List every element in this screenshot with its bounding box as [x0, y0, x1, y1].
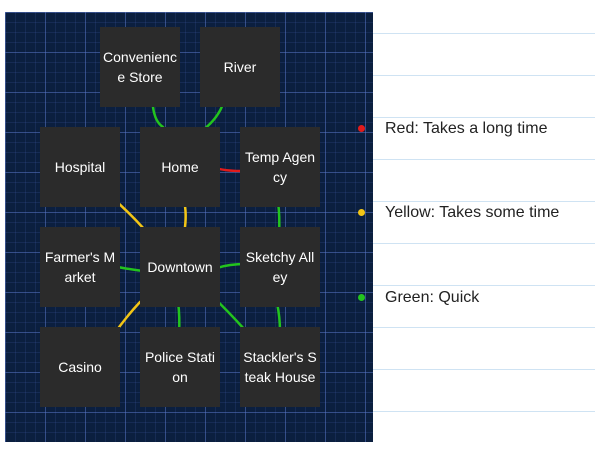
node-police-station: Police Station [140, 327, 220, 407]
node-home: Home [140, 127, 220, 207]
node-sketchy-alley: Sketchy Alley [240, 227, 320, 307]
ruled-line [373, 33, 595, 34]
legend-item-green: Green: Quick [356, 286, 595, 310]
legend-label-yellow: Yellow: Takes some time [385, 204, 560, 221]
node-temp-agency: Temp Agency [240, 127, 320, 207]
node-farmers-market: Farmer's Market [40, 227, 120, 307]
ruled-line [373, 411, 595, 412]
legend-label-red: Red: Takes a long time [385, 120, 548, 137]
node-river: River [200, 27, 280, 107]
link-convenience-home [151, 105, 165, 129]
location-map: Convenience Store River Hospital Home Te… [5, 12, 373, 442]
ruled-line [373, 117, 595, 118]
ruled-line [373, 285, 595, 286]
node-downtown: Downtown [140, 227, 220, 307]
ruled-line [373, 75, 595, 76]
ruled-line [373, 159, 595, 160]
ruled-line [373, 201, 595, 202]
legend-label-green: Green: Quick [385, 289, 480, 306]
node-hospital: Hospital [40, 127, 120, 207]
ruled-line [373, 243, 595, 244]
node-casino: Casino [40, 327, 120, 407]
legend-dot-yellow [358, 209, 365, 216]
node-convenience-store: Convenience Store [100, 27, 180, 107]
legend-item-red: Red: Takes a long time [356, 117, 595, 141]
ruled-line [373, 327, 595, 328]
legend-item-yellow: Yellow: Takes some time [356, 201, 595, 225]
legend-dot-red [358, 125, 365, 132]
ruled-line [373, 369, 595, 370]
node-stacklers-steak-house: Stackler's Steak House [240, 327, 320, 407]
legend-dot-green [358, 294, 365, 301]
